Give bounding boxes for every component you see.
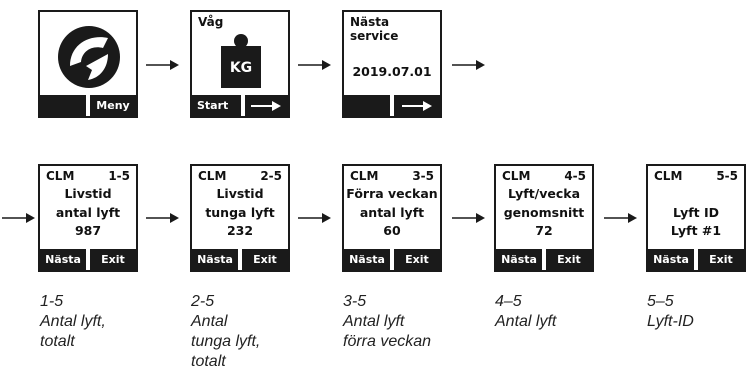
softkey-bar: Meny	[40, 95, 136, 116]
step-label: 4-5	[564, 169, 586, 183]
softkey-bar: Nästa Exit	[344, 249, 440, 270]
caption-line: Antal	[191, 313, 228, 330]
flow-arrow	[604, 213, 637, 223]
caption-line: Antal lyft	[495, 313, 557, 330]
caption-line: Antal lyft	[343, 313, 405, 330]
clm-screen-1: CLM 1-5 Livstid antal lyft 987 Nästa Exi…	[38, 164, 138, 272]
arrow-right-icon	[251, 100, 282, 111]
softkey-bar: Nästa Exit	[40, 249, 136, 270]
flow-arrow	[298, 60, 331, 70]
screen-value: 232	[226, 223, 254, 238]
screen-value: 60	[383, 223, 401, 238]
screen-line: Förra veckan	[346, 186, 438, 201]
caption-line: 3-5	[343, 293, 367, 310]
caption-3: 3-5 Antal lyft förra veckan	[343, 292, 431, 352]
step-label: 1-5	[108, 169, 130, 183]
flow-arrow	[452, 60, 485, 70]
exit-button[interactable]: Exit	[698, 249, 744, 270]
exit-button[interactable]: Exit	[394, 249, 440, 270]
screen-line: antal lyft	[359, 204, 425, 220]
caption-line: tunga lyft,	[191, 333, 261, 350]
softkey-empty[interactable]	[344, 95, 390, 116]
screen-line: tunga lyft	[205, 204, 275, 220]
model-label: CLM	[198, 169, 227, 183]
exit-button[interactable]: Exit	[90, 249, 136, 270]
caption-line: 2-5	[191, 293, 215, 310]
caption-line: Antal lyft,	[40, 313, 106, 330]
softkey-bar	[344, 95, 440, 116]
screen-line: Lyft #1	[670, 223, 722, 238]
screen-line: Livstid	[64, 186, 112, 201]
step-label: 3-5	[412, 169, 434, 183]
caption-line: totalt	[191, 353, 226, 370]
step-label: 2-5	[260, 169, 282, 183]
flow-arrow	[2, 213, 35, 223]
screen-line: Livstid	[216, 186, 264, 201]
caption-5: 5–5 Lyft-ID	[647, 292, 694, 332]
caption-line: 1-5	[40, 293, 64, 310]
screen-value: 987	[74, 223, 102, 238]
caption-line: totalt	[40, 333, 75, 350]
next-button[interactable]: Nästa	[496, 249, 542, 270]
softkey-bar: Nästa Exit	[192, 249, 288, 270]
screen-line: antal lyft	[55, 204, 121, 220]
caption-2: 2-5 Antal tunga lyft, totalt	[191, 292, 260, 372]
caption-1: 1-5 Antal lyft, totalt	[40, 292, 106, 352]
next-button[interactable]: Nästa	[648, 249, 694, 270]
screen-line: Lyft/vecka	[507, 186, 581, 201]
model-label: CLM	[350, 169, 379, 183]
screen-line: Lyft ID	[672, 204, 720, 220]
weight-icon	[221, 34, 261, 88]
scale-screen: Våg KG Start	[190, 10, 290, 118]
screen-value: 72	[535, 223, 553, 238]
logo-screen: Meny	[38, 10, 138, 118]
caption-line: förra veckan	[343, 333, 432, 350]
flow-arrow	[298, 213, 331, 223]
caption-line: 5–5	[647, 293, 674, 310]
screen-line	[648, 185, 744, 204]
next-button[interactable]: Nästa	[40, 249, 86, 270]
flow-arrow	[146, 60, 179, 70]
clm-screen-4: CLM 4-5 Lyft/vecka genomsnitt 72 Nästa E…	[494, 164, 594, 272]
next-button[interactable]: Nästa	[192, 249, 238, 270]
exit-button[interactable]: Exit	[242, 249, 288, 270]
model-label: CLM	[502, 169, 531, 183]
clm-screen-2: CLM 2-5 Livstid tunga lyft 232 Nästa Exi…	[190, 164, 290, 272]
softkey-bar: Nästa Exit	[648, 249, 744, 270]
exit-button[interactable]: Exit	[546, 249, 592, 270]
clm-screen-5: CLM 5-5 Lyft ID Lyft #1 Nästa Exit	[646, 164, 746, 272]
service-date: 2019.07.01	[352, 64, 432, 79]
arrow-right-icon	[402, 100, 432, 111]
softkey-empty[interactable]	[40, 95, 86, 116]
model-label: CLM	[46, 169, 75, 183]
screen-line: genomsnitt	[503, 204, 585, 220]
next-arrow-button[interactable]	[394, 95, 440, 116]
service-screen: Nästa service 2019.07.01	[342, 10, 442, 118]
service-title: Nästa service	[350, 15, 399, 43]
menu-button[interactable]: Meny	[90, 95, 136, 116]
caption-line: 4–5	[495, 293, 522, 310]
caption-line: Lyft-ID	[647, 313, 694, 330]
next-button[interactable]: Nästa	[344, 249, 390, 270]
model-label: CLM	[654, 169, 683, 183]
next-arrow-button[interactable]	[244, 95, 288, 116]
start-button[interactable]: Start	[192, 95, 241, 116]
clm-screen-3: CLM 3-5 Förra veckan antal lyft 60 Nästa…	[342, 164, 442, 272]
softkey-bar: Nästa Exit	[496, 249, 592, 270]
flow-arrow	[146, 213, 179, 223]
step-label: 5-5	[716, 169, 738, 183]
softkey-bar: Start	[192, 95, 288, 116]
weight-label: KG	[229, 60, 253, 76]
logo-icon	[58, 26, 120, 88]
scale-title: Våg	[198, 15, 224, 29]
caption-4: 4–5 Antal lyft	[495, 292, 556, 332]
flow-arrow	[452, 213, 485, 223]
